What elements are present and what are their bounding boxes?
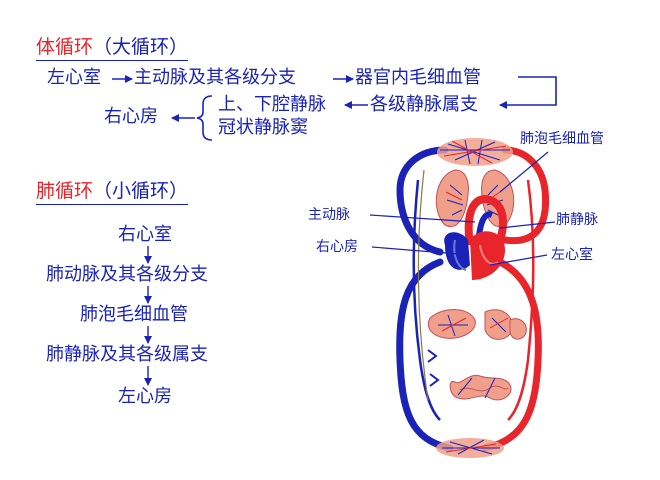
heart	[444, 231, 505, 280]
pulmonary-step-4: 肺静脉及其各级属支	[46, 344, 208, 365]
label-alveolar-capillary: 肺泡毛细血管	[520, 131, 604, 147]
lower-capillary-bed	[436, 438, 504, 458]
head-capillary-bed	[437, 138, 513, 166]
venous-side	[412, 179, 441, 421]
pulmonary-step-5: 左心房	[118, 386, 172, 407]
pulmonary-step-2: 肺动脉及其各级分支	[46, 264, 208, 285]
brace	[196, 95, 213, 141]
systemic-capillary: 器官内毛细血管	[355, 67, 481, 88]
label-right-atrium: 右心房	[316, 239, 358, 255]
intestine	[449, 374, 512, 401]
leader-alveolar-capillary	[499, 151, 549, 193]
leader-right-atrium	[371, 246, 459, 255]
systemic-vena-cava: 上、下腔静脉	[218, 94, 326, 115]
arterial-trunk	[481, 146, 550, 452]
systemic-title: 体循环	[36, 36, 94, 58]
abdominal-capillary-beds	[427, 309, 527, 340]
pulmonary-heading: 肺循环（小循环）	[36, 180, 189, 205]
systemic-end: 右心房	[104, 106, 158, 127]
systemic-start: 左心室	[47, 67, 101, 88]
systemic-sinus: 冠状静脉窦	[218, 117, 308, 138]
systemic-heading: 体循环（大循环）	[36, 36, 189, 61]
vein-valves	[427, 349, 440, 387]
aorta-arch	[464, 195, 507, 246]
systemic-artery: 主动脉及其各级分支	[134, 67, 296, 88]
leader-pulmonary-vein	[499, 221, 556, 229]
pulmonary-step-1: 右心室	[118, 224, 172, 245]
label-aorta: 主动脉	[308, 207, 350, 223]
pulmonary-step-3: 肺泡毛细血管	[80, 304, 188, 325]
leader-left-ventricle	[489, 254, 548, 266]
leader-aorta	[369, 214, 476, 223]
arrow-capillary-return	[499, 76, 557, 109]
lymph-side	[417, 169, 429, 401]
systemic-veins: 各级静脉属支	[370, 94, 478, 115]
pulmonary-subtitle: （小循环）	[93, 180, 189, 202]
systemic-subtitle: （大循环）	[93, 36, 189, 58]
label-left-ventricle: 左心室	[551, 247, 593, 263]
pulmonary-title: 肺循环	[36, 180, 94, 202]
label-pulmonary-vein: 肺静脉	[556, 212, 598, 228]
